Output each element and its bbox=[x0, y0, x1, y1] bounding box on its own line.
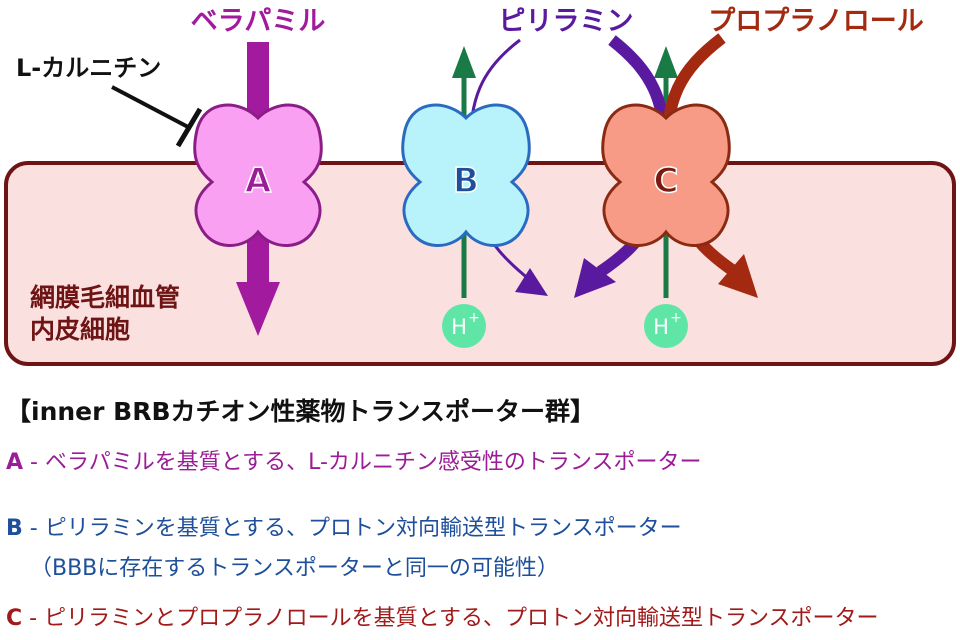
inhibition-line bbox=[111, 85, 191, 130]
legend-key-a: A bbox=[6, 450, 24, 475]
verapamil-label: ベラパミル bbox=[191, 6, 326, 37]
transporter-a: A bbox=[193, 103, 323, 247]
inhibition-bar bbox=[175, 107, 203, 148]
pyrilamine-arrowhead-c bbox=[574, 258, 616, 298]
transporter-b: B bbox=[401, 103, 531, 247]
legend-text-b: - ピリラミンを基質とする、プロトン対向輸送型トランスポーター bbox=[22, 516, 682, 541]
transporter-c-label: C bbox=[654, 161, 679, 201]
proton-b-symbol: H bbox=[451, 315, 467, 339]
proton-b-charge: + bbox=[468, 310, 480, 326]
legend-key-b: B bbox=[6, 516, 23, 541]
transporter-a-label: A bbox=[245, 161, 272, 201]
transporter-diagram: 網膜毛細血管 内皮細胞 A ベラパミル L-カルニチン B H + bbox=[4, 6, 956, 366]
pyrilamine-arrowhead-b bbox=[515, 268, 548, 296]
legend-text-c: - ピリラミンとプロプラノロールを基質とする、プロトン対向輸送型トランスポーター bbox=[22, 606, 879, 631]
propranolol-label: プロプラノロール bbox=[708, 6, 923, 37]
legend-item-c: C - ピリラミンとプロプラノロールを基質とする、プロトン対向輸送型トランスポー… bbox=[6, 600, 879, 632]
transporter-b-label: B bbox=[453, 161, 479, 201]
legend-key-c: C bbox=[6, 606, 23, 631]
inhibitor-label: L-カルニチン bbox=[16, 54, 161, 82]
legend-heading: 【inner BRBカチオン性薬物トランスポーター群】 bbox=[6, 397, 596, 426]
legend-item-b: B - ピリラミンを基質とする、プロトン対向輸送型トランスポーター bbox=[6, 510, 682, 542]
proton-c-charge: + bbox=[670, 310, 682, 326]
proton-b: H + bbox=[442, 304, 486, 348]
legend-text-a: - ベラパミルを基質とする、L-カルニチン感受性のトランスポーター bbox=[23, 450, 702, 475]
cell-label-line1: 網膜毛細血管 bbox=[30, 283, 180, 312]
cell-label-line2: 内皮細胞 bbox=[30, 315, 130, 344]
transporter-c: C bbox=[601, 103, 731, 247]
legend-item-a: A - ベラパミルを基質とする、L-カルニチン感受性のトランスポーター bbox=[6, 444, 701, 476]
pyrilamine-label: ピリラミン bbox=[499, 6, 634, 37]
proton-c: H + bbox=[644, 304, 688, 348]
legend-sub-b: （BBBに存在するトランスポーターと同一の可能性） bbox=[30, 556, 559, 581]
proton-c-symbol: H bbox=[653, 315, 669, 339]
propranolol-arrowhead-c bbox=[718, 254, 758, 298]
